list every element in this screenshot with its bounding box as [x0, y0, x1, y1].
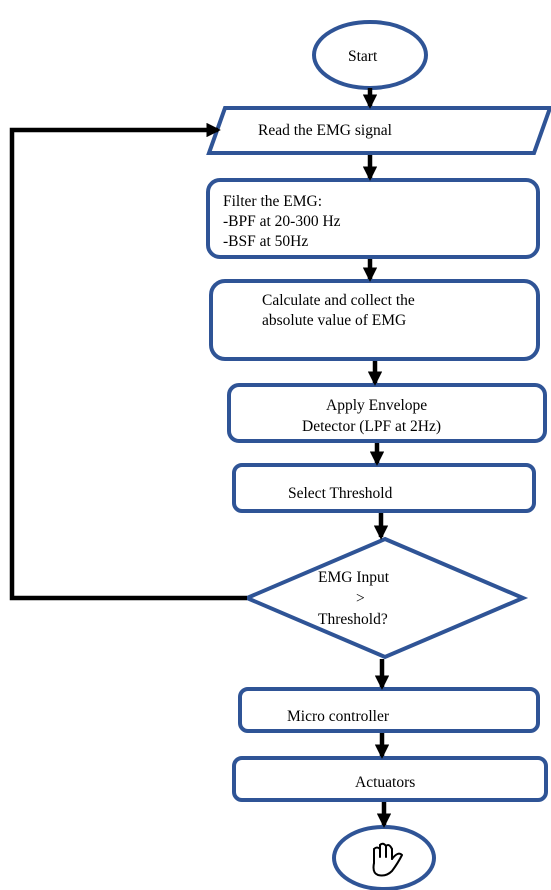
feedback-loop-connector [9, 122, 247, 601]
envelope-label-line1: Apply Envelope [326, 397, 428, 414]
envelope-label-line2: Detector (LPF at 2Hz) [302, 418, 442, 435]
read-signal-shape [206, 106, 551, 155]
envelope-box [227, 383, 547, 443]
decision-diamond [241, 536, 529, 660]
decision-label-line1: EMG Input [318, 569, 390, 586]
decision-label-line3: Threshold? [318, 611, 388, 628]
threshold-label: Select Threshold [288, 485, 393, 502]
actuators-label: Actuators [355, 774, 416, 791]
hand-icon [372, 842, 403, 877]
filter-label-line1: Filter the EMG: [223, 193, 323, 210]
calculate-label-line2: absolute value of EMG [262, 312, 407, 329]
read-signal-label: Read the EMG signal [258, 122, 392, 139]
filter-label-line3: -BSF at 50Hz [223, 233, 309, 250]
microcontroller-label: Micro controller [287, 708, 390, 725]
calculate-label-line1: Calculate and collect the [262, 292, 415, 309]
actuators-box [232, 756, 548, 802]
start-label: Start [348, 48, 378, 65]
end-terminator [332, 825, 436, 890]
filter-label-line2: -BPF at 20-300 Hz [223, 213, 341, 230]
decision-label-line2: > [356, 590, 365, 607]
